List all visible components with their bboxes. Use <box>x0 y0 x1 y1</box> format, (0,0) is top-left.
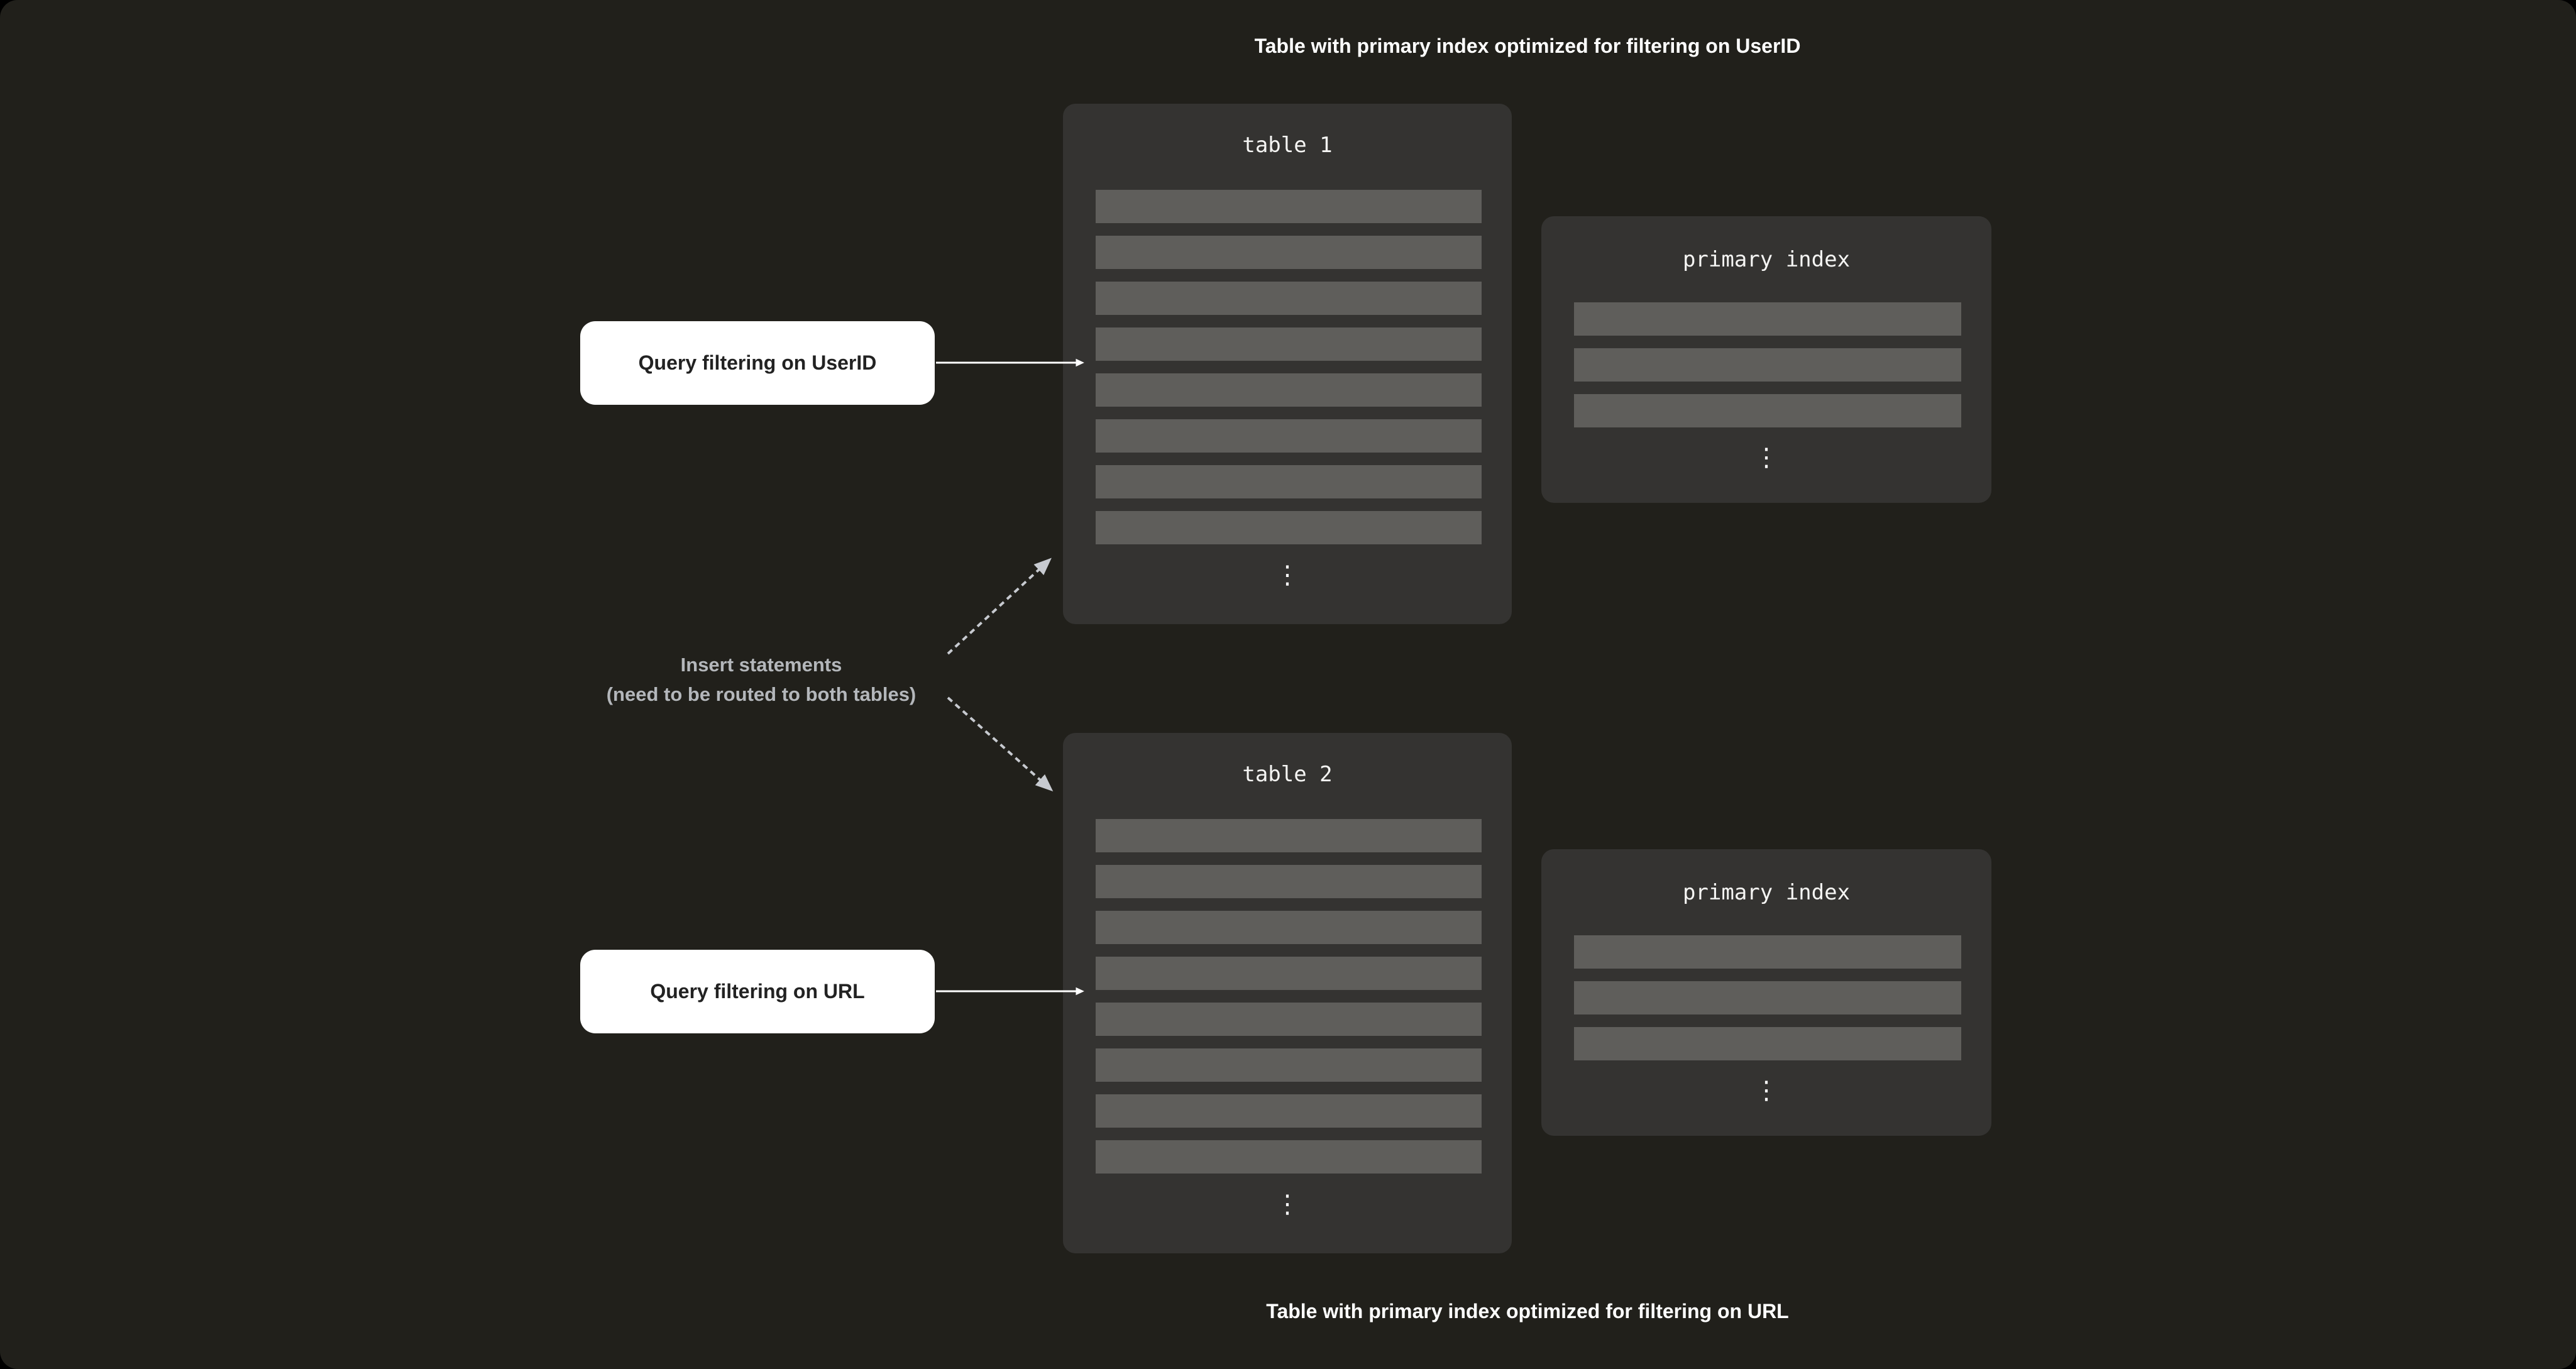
row-bar <box>1096 865 1482 898</box>
insert-statements-line2: (need to be routed to both tables) <box>606 683 916 705</box>
row-bar <box>1574 981 1961 1014</box>
row-bar <box>1096 282 1482 315</box>
row-bar <box>1096 911 1482 944</box>
row-bar <box>1096 419 1482 453</box>
insert-statements-line1: Insert statements <box>680 654 842 676</box>
primary-index1-card: primary index ⋮ <box>1541 216 1991 503</box>
query-filtering-url-label: Query filtering on URL <box>580 950 935 1033</box>
query-filtering-url-text: Query filtering on URL <box>650 980 865 1003</box>
primary-index2-ellipsis-icon: ⋮ <box>1754 1076 1779 1105</box>
row-bar <box>1096 327 1482 361</box>
row-bar <box>1096 1094 1482 1128</box>
table2-title: table 2 <box>1242 762 1333 787</box>
insert-arrow-to-table1 <box>947 558 1052 655</box>
table2-rows <box>1096 819 1482 1174</box>
row-bar <box>1096 1140 1482 1174</box>
row-bar <box>1096 236 1482 269</box>
table1-title: table 1 <box>1242 133 1333 158</box>
row-bar <box>1096 819 1482 852</box>
table2-card: table 2 ⋮ <box>1063 733 1512 1253</box>
insert-statements-note: Insert statements (need to be routed to … <box>566 650 956 709</box>
primary-index2-card: primary index ⋮ <box>1541 849 1991 1136</box>
table2-ellipsis-icon: ⋮ <box>1275 1190 1300 1219</box>
row-bar <box>1096 957 1482 990</box>
table1-card: table 1 ⋮ <box>1063 104 1512 624</box>
row-bar <box>1096 511 1482 544</box>
primary-index1-title: primary index <box>1682 247 1851 272</box>
row-bar <box>1096 373 1482 407</box>
row-bar <box>1574 348 1961 382</box>
row-bar <box>1574 394 1961 427</box>
row-bar <box>1096 1003 1482 1036</box>
top-caption: Table with primary index optimized for f… <box>1254 35 1801 57</box>
primary-index1-rows <box>1574 302 1961 427</box>
primary-index2-rows <box>1574 935 1961 1060</box>
row-bar <box>1574 1027 1961 1060</box>
row-bar <box>1096 465 1482 498</box>
table1-ellipsis-icon: ⋮ <box>1275 561 1300 590</box>
primary-index1-ellipsis-icon: ⋮ <box>1754 443 1779 472</box>
insert-arrow-to-table2 <box>947 696 1054 792</box>
query-filtering-userid-label: Query filtering on UserID <box>580 321 935 405</box>
table1-rows <box>1096 190 1482 544</box>
row-bar <box>1096 190 1482 223</box>
row-bar <box>1574 302 1961 336</box>
bottom-caption: Table with primary index optimized for f… <box>1266 1300 1789 1322</box>
row-bar <box>1096 1048 1482 1082</box>
query-filtering-userid-text: Query filtering on UserID <box>638 351 877 374</box>
row-bar <box>1574 935 1961 969</box>
primary-index2-title: primary index <box>1682 880 1851 905</box>
